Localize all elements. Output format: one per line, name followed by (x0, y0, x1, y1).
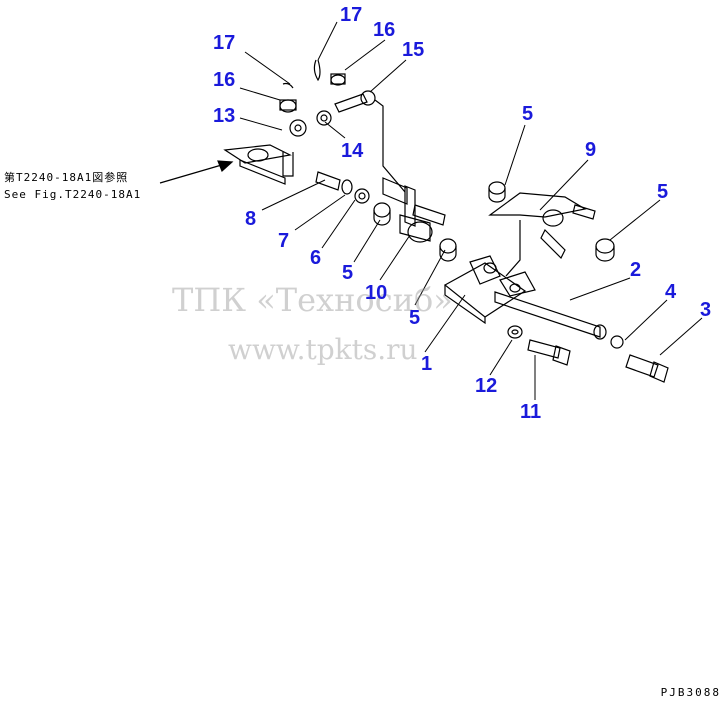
nut-part (279, 73, 346, 113)
bolt-part (507, 325, 669, 383)
callout-number: 16 (373, 19, 396, 41)
callout-number: 8 (245, 208, 257, 230)
watermark-company: ТПК «Техносиб» (172, 281, 453, 319)
callout-number: 15 (402, 39, 425, 61)
reference-arrow (159, 160, 234, 184)
watermark-url: www.tpkts.ru (228, 333, 418, 366)
callout-number: 11 (520, 401, 542, 423)
ball-joint-part (334, 90, 446, 227)
bushing-part (373, 202, 457, 262)
reference-text-japanese: 第T2240-18A1図参照 (4, 171, 129, 184)
callout-number: 2 (630, 259, 642, 281)
callout-number: 7 (278, 230, 290, 252)
callout-number: 4 (665, 281, 677, 303)
bracket-part (443, 255, 536, 325)
callout-number: 5 (522, 103, 534, 125)
callout-number: 16 (213, 69, 236, 91)
callout-number: 12 (475, 375, 498, 397)
cotter-pin-part (282, 59, 321, 89)
pin-part (315, 171, 370, 204)
reference-lever-part (223, 144, 294, 185)
callout-number: 17 (340, 4, 363, 26)
drawing-code: PJB3088 (660, 686, 721, 699)
callout-number: 3 (700, 299, 712, 321)
callout-number: 6 (310, 247, 322, 269)
ball-joint-lower-part (289, 110, 332, 137)
shifter-lever-part (488, 181, 615, 277)
callout-number: 5 (342, 262, 354, 284)
shaft-part (494, 291, 624, 349)
callout-number: 17 (213, 32, 236, 54)
callout-number: 10 (365, 282, 388, 304)
callout-number: 5 (409, 307, 421, 329)
callout-number: 14 (341, 140, 364, 162)
reference-text-english: See Fig.T2240-18A1 (4, 188, 142, 201)
callout-number: 5 (657, 181, 669, 203)
callout-number: 1 (421, 353, 433, 375)
callout-number: 13 (213, 105, 236, 127)
callout-number: 9 (585, 139, 597, 161)
